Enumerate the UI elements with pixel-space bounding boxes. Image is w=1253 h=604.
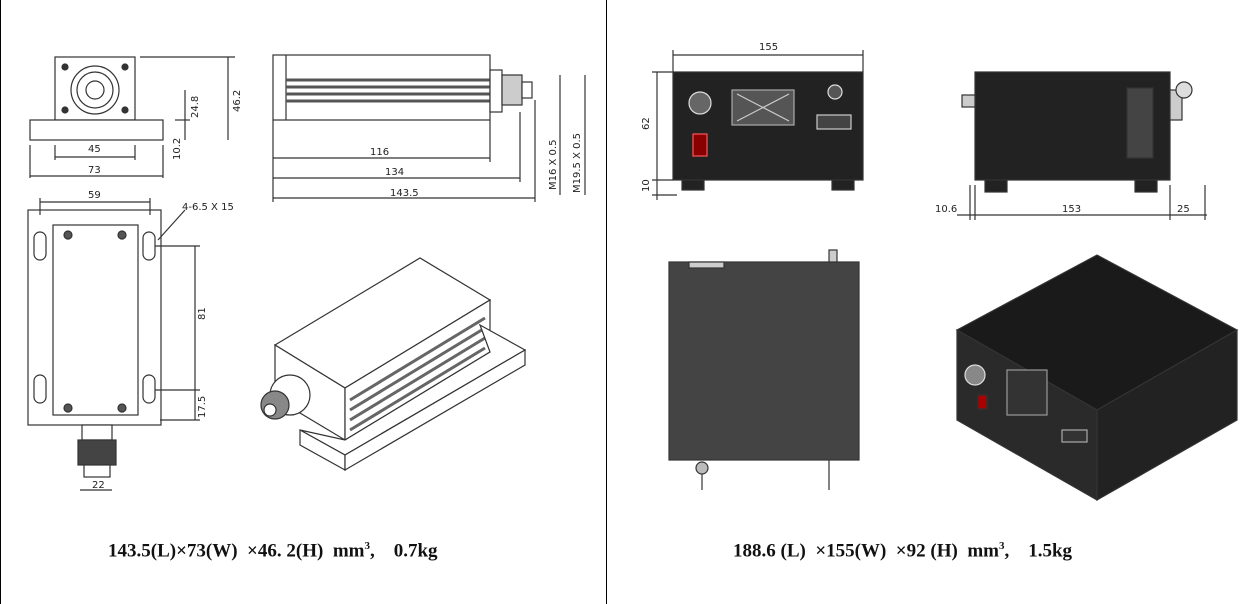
side-view-drawing xyxy=(272,54,586,202)
ps-top-view-drawing xyxy=(668,249,860,490)
left-dimension-labels: 45 73 24.8 46.2 10.2 116 134 143.5 M16 X… xyxy=(88,90,583,491)
right-caption: 188.6 (L) ×155(W) ×92 (H) mm3, 1.5kg xyxy=(733,540,1072,562)
dim-59: 59 xyxy=(88,190,101,201)
dim-24-8: 24.8 xyxy=(190,96,201,118)
left-caption: 143.5(L)×73(W) ×46. 2(H) mm3, 0.7kg xyxy=(108,540,438,562)
dim-46-2: 46.2 xyxy=(232,90,243,112)
dim-153: 153 xyxy=(1062,204,1081,215)
dim-thread-m16: M16 X 0.5 xyxy=(548,140,559,190)
ps-side-view-drawing xyxy=(957,71,1207,220)
laser-head-drawings: 45 73 24.8 46.2 10.2 116 134 143.5 M16 X… xyxy=(27,54,586,491)
dim-73: 73 xyxy=(88,165,101,176)
front-view-drawing xyxy=(29,56,235,178)
dim-143-5: 143.5 xyxy=(390,188,419,199)
panel-divider xyxy=(606,0,607,604)
right-caption-tail: , 1.5kg xyxy=(1004,540,1073,562)
dim-thread-m19: M19.5 X 0.5 xyxy=(572,133,583,193)
dim-10: 10 xyxy=(641,179,652,192)
right-caption-main: 188.6 (L) ×155(W) ×92 (H) mm xyxy=(733,540,999,562)
dim-45: 45 xyxy=(88,144,101,155)
isometric-view-drawing xyxy=(260,257,527,472)
right-caption-sup: 3 xyxy=(998,540,1005,552)
dim-134: 134 xyxy=(385,167,404,178)
dim-116: 116 xyxy=(370,147,389,158)
dim-81: 81 xyxy=(197,307,208,320)
ps-front-view-drawing xyxy=(652,50,864,200)
left-caption-main: 143.5(L)×73(W) ×46. 2(H) mm xyxy=(108,540,365,562)
dim-25: 25 xyxy=(1177,204,1190,215)
power-supply-drawings: 155 62 10 153 10.6 25 xyxy=(641,42,1239,502)
dim-holes: 4-6.5 X 15 xyxy=(182,202,234,213)
dim-10-6: 10.6 xyxy=(935,204,957,215)
left-panel-laser-head: 45 73 24.8 46.2 10.2 116 134 143.5 M16 X… xyxy=(0,0,606,604)
bottom-view-drawing xyxy=(27,198,200,491)
left-border xyxy=(0,0,1,604)
dim-10-2: 10.2 xyxy=(172,138,183,160)
left-caption-sup: 3 xyxy=(364,540,370,552)
dim-62: 62 xyxy=(641,117,652,130)
dim-22: 22 xyxy=(92,480,105,491)
right-dimension-labels: 155 62 10 153 10.6 25 xyxy=(641,42,1190,215)
dim-155: 155 xyxy=(759,42,778,53)
right-panel-power-supply: 155 62 10 153 10.6 25 188.6 (L) ×155(W) … xyxy=(607,0,1253,604)
left-caption-tail: , 0.7kg xyxy=(369,540,438,562)
ps-isometric-view-drawing xyxy=(955,254,1239,502)
dim-17-5: 17.5 xyxy=(197,396,208,418)
